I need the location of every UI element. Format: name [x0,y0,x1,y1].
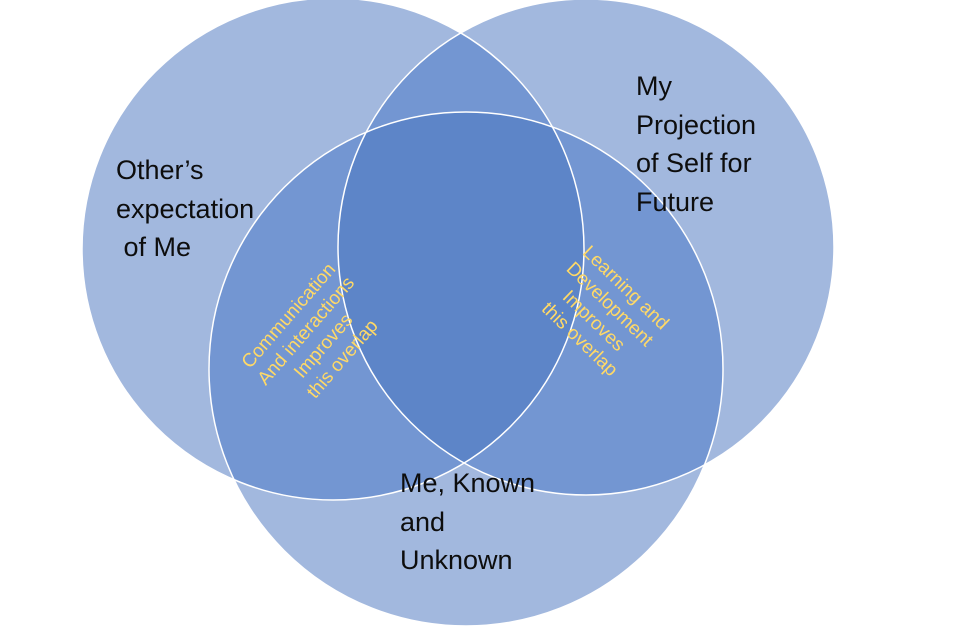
right-label-line-4: Future [636,187,714,217]
left-label-line-1: Other’s [116,155,204,185]
bottom-label-line-2: and [400,507,445,537]
overlap-center [338,112,584,495]
bottom-circle-label: Me, Known and Unknown [400,468,543,575]
left-label-line-3: of Me [116,232,191,262]
right-label-line-1: My [636,71,672,101]
bottom-label-line-1: Me, Known [400,468,535,498]
bottom-label-line-3: Unknown [400,545,513,575]
left-circle-label: Other’s expectation of Me [116,155,262,262]
left-label-line-2: expectation [116,194,254,224]
right-label-line-2: Projection [636,110,756,140]
circle-outlines [81,0,835,627]
right-label-line-3: of Self for [636,148,752,178]
right-circle-label: My Projection of Self for Future [636,71,764,217]
